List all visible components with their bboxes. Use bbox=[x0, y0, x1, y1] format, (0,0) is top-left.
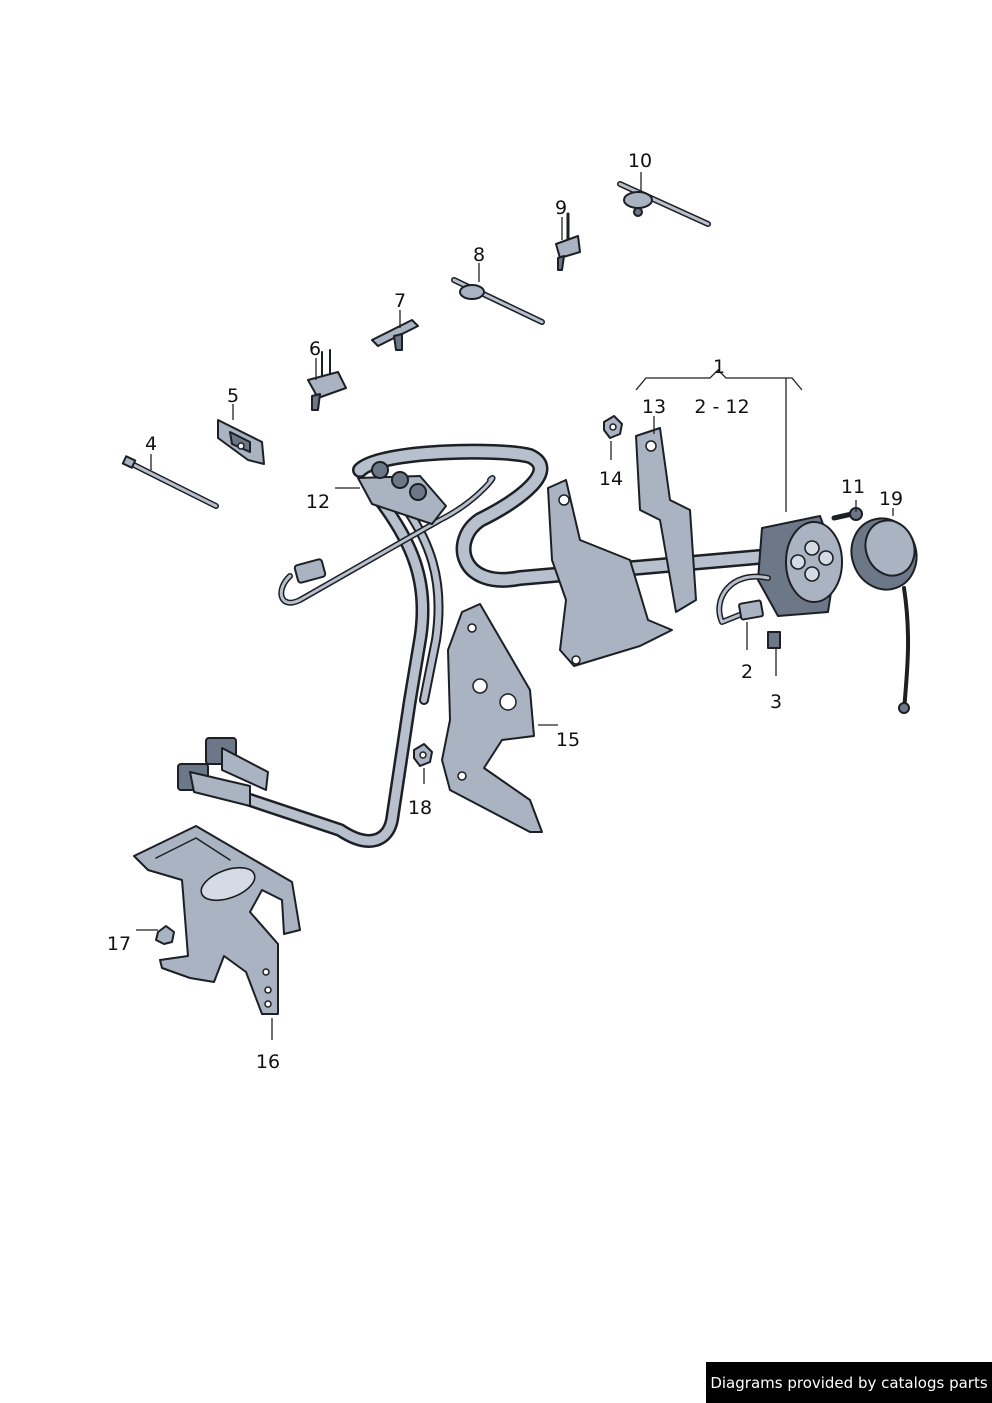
callout-7: 7 bbox=[394, 290, 406, 312]
footer-credit-badge: Diagrams provided by catalogs parts bbox=[706, 1362, 992, 1403]
part-15-bracket[interactable] bbox=[441, 603, 543, 833]
callout-19: 19 bbox=[879, 488, 903, 510]
callout-9: 9 bbox=[555, 197, 567, 219]
callout-6: 6 bbox=[309, 338, 321, 360]
callout-15: 15 bbox=[556, 729, 580, 751]
callout-18: 18 bbox=[408, 797, 432, 819]
callout-3: 3 bbox=[770, 691, 782, 713]
callout-11: 11 bbox=[841, 476, 865, 498]
callout-17: 17 bbox=[107, 933, 131, 955]
part-14-nut[interactable] bbox=[603, 415, 623, 439]
part-9-clip[interactable] bbox=[555, 212, 581, 271]
part-12-cable-harness[interactable] bbox=[177, 443, 778, 848]
part-10-cable-tie[interactable] bbox=[617, 181, 711, 227]
callout-2: 2 bbox=[741, 661, 753, 683]
callout-5: 5 bbox=[227, 385, 239, 407]
part-2-plug[interactable] bbox=[738, 599, 764, 621]
leader-lines bbox=[136, 172, 894, 1040]
footer-credit-text: Diagrams provided by catalogs parts bbox=[710, 1373, 988, 1392]
callout-8: 8 bbox=[473, 244, 485, 266]
callout-10: 10 bbox=[628, 150, 652, 172]
callout-13: 13 bbox=[642, 396, 666, 418]
part-11-screw[interactable] bbox=[831, 507, 863, 521]
callout-12: 12 bbox=[306, 491, 330, 513]
part-17-nut[interactable] bbox=[155, 925, 175, 945]
part-3-clip[interactable] bbox=[767, 631, 781, 649]
part-7-clip-strip[interactable] bbox=[371, 319, 419, 351]
callout-1-range: 2 - 12 bbox=[694, 396, 749, 418]
part-4-cable-tie[interactable] bbox=[121, 455, 219, 509]
part-6-holder[interactable] bbox=[307, 349, 347, 411]
part-18-nut[interactable] bbox=[413, 743, 433, 767]
callout-4: 4 bbox=[145, 433, 157, 455]
callout-16: 16 bbox=[256, 1051, 280, 1073]
part-16-bracket[interactable] bbox=[133, 825, 301, 1015]
callout-14: 14 bbox=[599, 468, 623, 490]
part-19-cap[interactable] bbox=[842, 509, 927, 714]
callout-labels: 1 2 - 12 2 3 4 5 6 7 8 9 10 11 12 13 14 … bbox=[107, 150, 903, 1073]
part-8-cable-tie[interactable] bbox=[451, 277, 545, 325]
part-13-bracket[interactable] bbox=[547, 427, 697, 667]
callout-1: 1 bbox=[713, 356, 725, 378]
part-1-charging-socket[interactable] bbox=[716, 515, 843, 625]
part-5-clip[interactable] bbox=[217, 419, 265, 465]
